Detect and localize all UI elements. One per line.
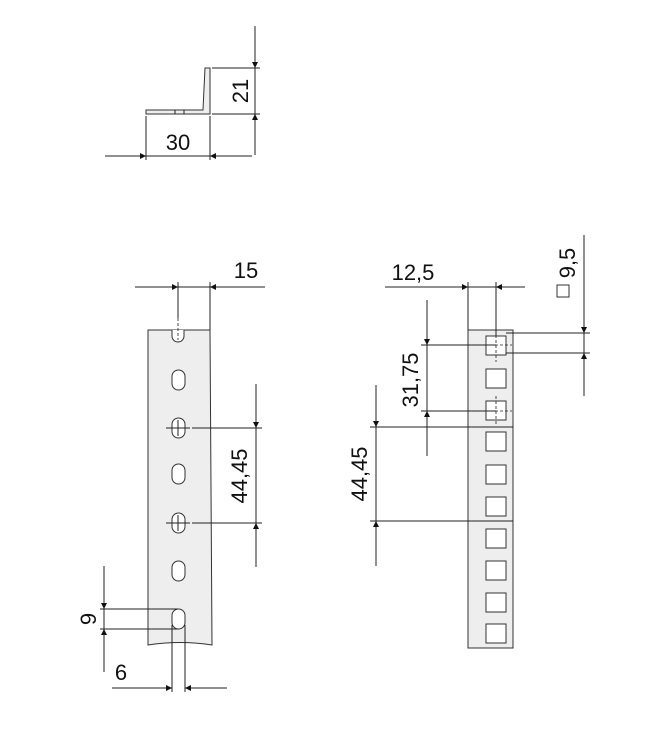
slot-height-label: 9	[76, 613, 101, 625]
slot-width-label: 6	[115, 660, 127, 685]
right-pitch-small-label: 31,75	[398, 352, 423, 407]
square-hole	[485, 560, 507, 581]
square-hole	[485, 368, 507, 389]
square-hole	[485, 592, 507, 613]
angle-profile-view: 21 30	[105, 26, 260, 160]
slot-hole	[171, 608, 186, 630]
square-hole	[485, 496, 507, 517]
angle-height-label: 21	[228, 79, 253, 103]
left-pitch-label: 44,45	[227, 448, 252, 503]
square-symbol-icon	[556, 284, 570, 298]
slot-hole	[171, 369, 186, 391]
slotted-rail-body	[147, 329, 213, 646]
square-hole-rail-view: 12,5 9,5 31,75 44,45	[347, 235, 590, 649]
slot-hole	[171, 463, 186, 485]
right-width-label: 12,5	[392, 260, 435, 285]
left-width-label: 15	[234, 258, 258, 283]
square-hole	[485, 464, 507, 485]
slot-hole	[171, 560, 186, 582]
slotted-rail-view: 15 44,45 9 6	[76, 258, 265, 692]
square-hole	[485, 528, 507, 549]
square-hole	[485, 431, 507, 452]
square-size-label: 9,5	[555, 248, 580, 279]
right-pitch-label: 44,45	[347, 446, 372, 501]
square-hole	[485, 623, 507, 644]
angle-width-label: 30	[166, 130, 190, 155]
angle-profile-shape	[145, 67, 211, 115]
